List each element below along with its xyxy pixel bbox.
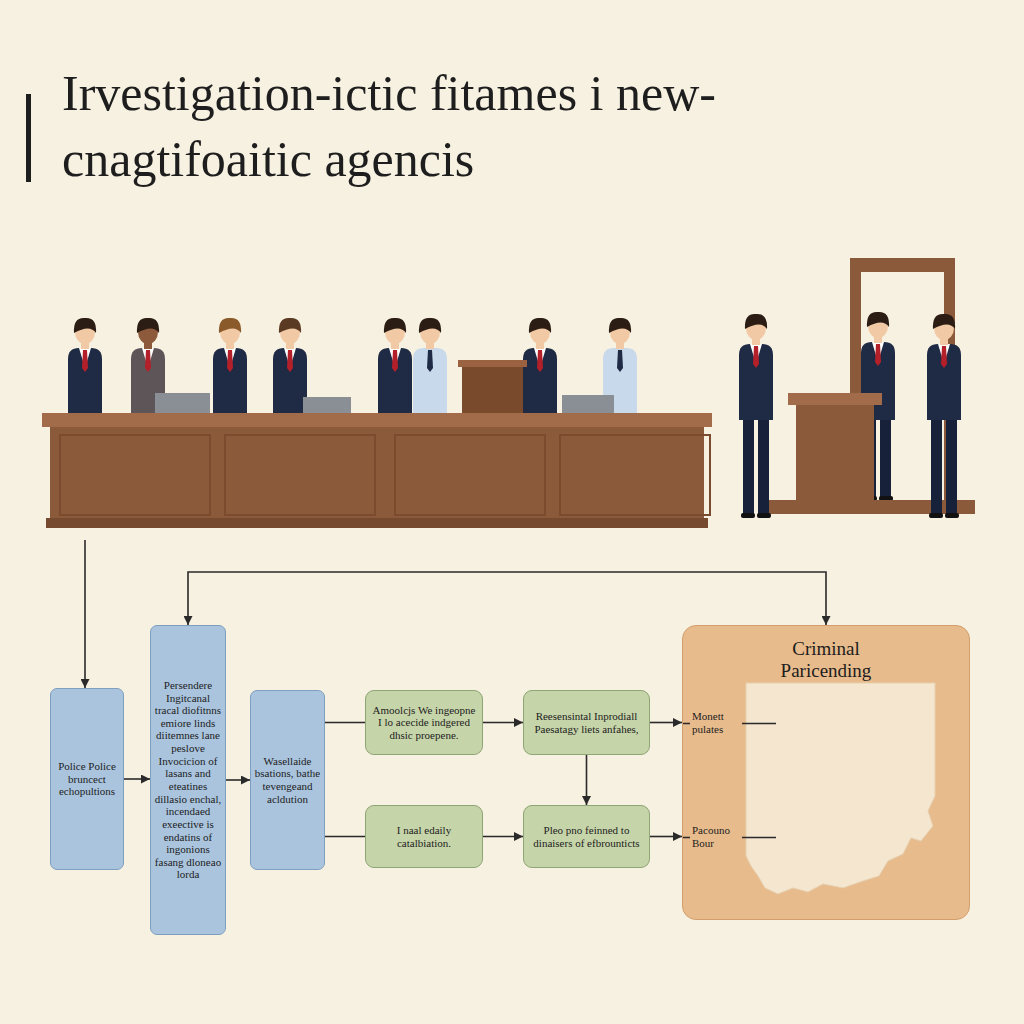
- process-box: Wasellaide bsations, bathe tevengeand ac…: [250, 690, 325, 870]
- title-bar: [26, 94, 31, 182]
- side-label: Pacouno Bour: [690, 823, 742, 850]
- step-box: Pleo pno feinned to dinaisers of efbroun…: [523, 805, 650, 868]
- flow-arrow: [325, 836, 365, 838]
- court-podium-scene: [739, 258, 975, 518]
- process-box: Persendere Ingitcanal tracal diofitnns e…: [150, 625, 226, 935]
- flow-arrow: [226, 779, 250, 781]
- long-desk: [42, 360, 712, 528]
- process-box: Police Police bruncect echopultions: [50, 688, 124, 870]
- box-text: Police Police bruncect echopultions: [54, 760, 120, 798]
- flow-arrow: [325, 722, 365, 724]
- person-figure: [927, 314, 961, 518]
- flow-arrow: [483, 836, 523, 838]
- flow-arrow: [586, 755, 588, 805]
- step-box: Amoolcjs We ingeopne I lo acecide indger…: [365, 690, 483, 755]
- side-label: Monett pulates: [690, 709, 742, 736]
- flow-arrow: [124, 778, 150, 780]
- person-figure: [273, 318, 307, 414]
- flow-arrow: [188, 572, 826, 625]
- person-figure: [523, 318, 557, 414]
- desk-arrow: [84, 540, 86, 688]
- person-figure: [739, 314, 773, 518]
- person-figure: [378, 318, 412, 414]
- panel-people: [68, 318, 637, 414]
- flow-arrow: [650, 836, 682, 838]
- flow-arrow: [650, 722, 682, 724]
- box-text: Amoolcjs We ingeopne I lo acecide indger…: [371, 704, 477, 742]
- flow-arrow: [483, 722, 523, 724]
- box-text: Persendere Ingitcanal tracal diofitnns e…: [154, 679, 222, 881]
- box-text: I naal edaily catalbiation.: [371, 824, 477, 849]
- box-text: Wasellaide bsations, bathe tevengeand ac…: [254, 755, 321, 806]
- person-figure: [213, 318, 247, 414]
- person-figure: [68, 318, 102, 414]
- diagram-title: Irvestigation-ictic fitames i new-cnagti…: [62, 60, 782, 192]
- box-text: Reesensintal Inprodiall Paesatagy liets …: [529, 710, 644, 735]
- person-figure: [413, 318, 447, 414]
- panel-heading: Criminal Paricending: [761, 638, 891, 682]
- box-text: Pleo pno feinned to dinaisers of efbroun…: [529, 824, 644, 849]
- step-box: I naal edaily catalbiation.: [365, 805, 483, 868]
- outcome-panel: Criminal Paricending: [682, 625, 970, 920]
- step-box: Reesensintal Inprodiall Paesatagy liets …: [523, 690, 650, 755]
